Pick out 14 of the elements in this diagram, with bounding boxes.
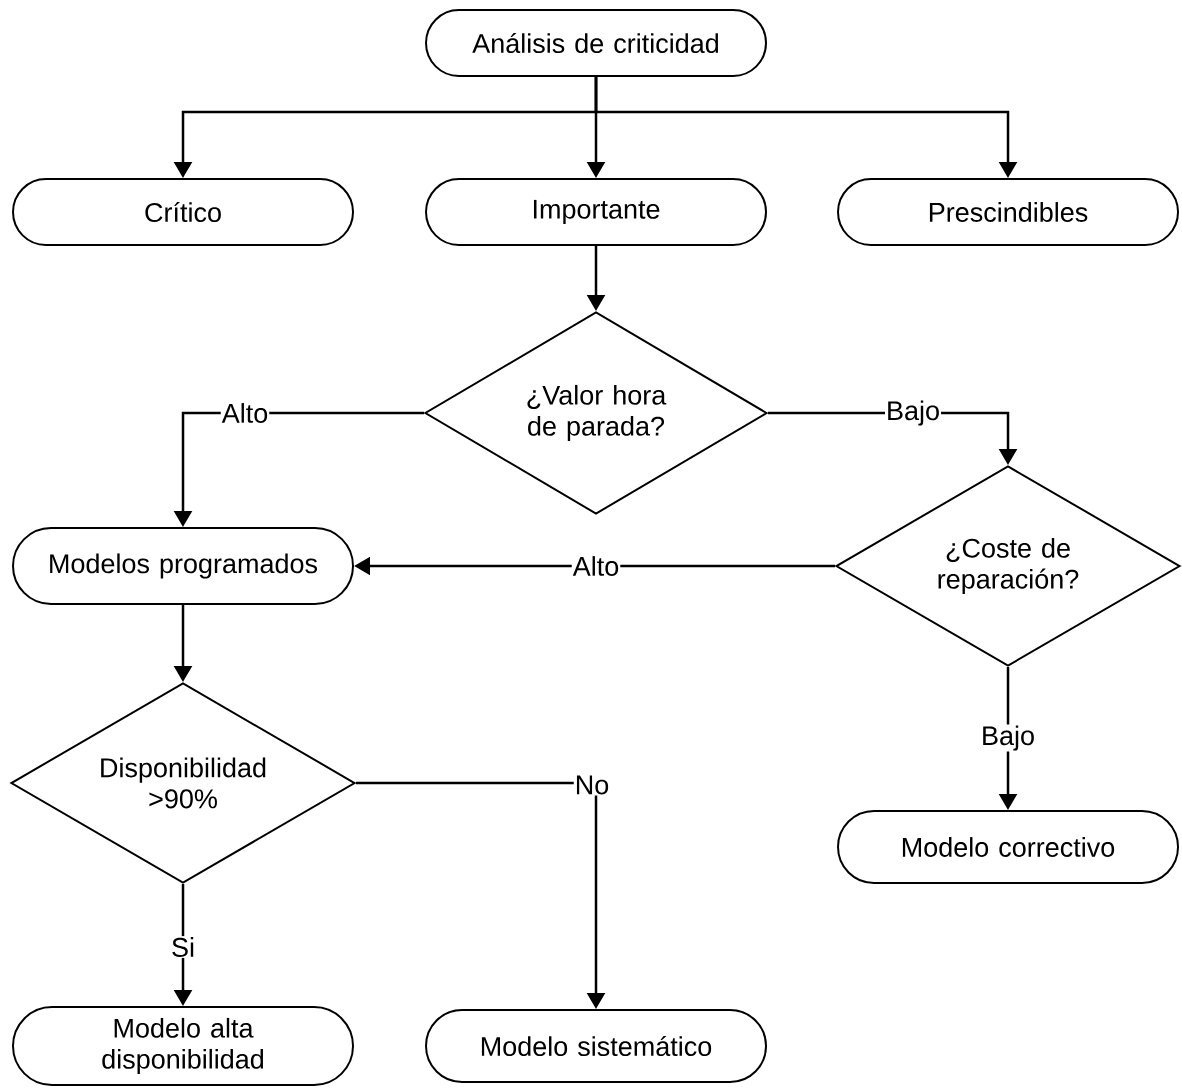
terminal-box: Análisis de criticidad <box>425 9 767 77</box>
terminal-box: Modelo sistemático <box>425 1009 767 1083</box>
terminal-box: Crítico <box>12 178 354 246</box>
edge-label: Alto <box>571 555 621 577</box>
edge-label: Alto <box>220 402 270 424</box>
edge-label: Bajo <box>980 724 1037 752</box>
edge-label: No <box>573 774 611 796</box>
terminal-box: Modelo correctivo <box>837 810 1179 884</box>
terminal-box: Importante <box>425 178 767 246</box>
terminal-box: Modelo alta disponibilidad <box>12 1006 354 1086</box>
terminal-box: Prescindibles <box>837 178 1179 246</box>
edge-label: Si <box>170 936 196 958</box>
edge-label: Bajo <box>885 399 942 427</box>
terminal-box: Modelos programados <box>12 527 354 605</box>
